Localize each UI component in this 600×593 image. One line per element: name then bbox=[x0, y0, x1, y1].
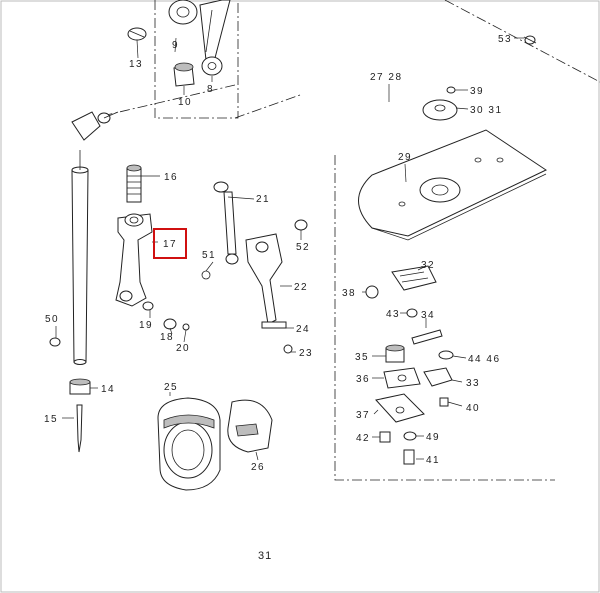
callout-40: 40 bbox=[466, 403, 480, 414]
callout-52: 52 bbox=[296, 242, 310, 253]
screw-part-23 bbox=[283, 344, 293, 354]
feed-bar-part-36 bbox=[383, 367, 421, 389]
part-18 bbox=[163, 318, 177, 330]
highlight-box bbox=[153, 228, 187, 259]
callout-17: 17 bbox=[163, 239, 177, 250]
link-rod-part-21 bbox=[213, 181, 239, 265]
callout-8: 8 bbox=[207, 84, 214, 95]
part-19 bbox=[142, 301, 154, 311]
screw-part-43 bbox=[406, 308, 418, 318]
leader-lines bbox=[55, 37, 524, 461]
callout-25: 25 bbox=[164, 382, 178, 393]
bracket-part-33 bbox=[423, 367, 453, 387]
callout-18: 18 bbox=[160, 332, 174, 343]
screw-part-39 bbox=[446, 86, 456, 94]
callout-23: 23 bbox=[299, 348, 313, 359]
screw-part-13 bbox=[127, 27, 147, 41]
callout-24: 24 bbox=[296, 324, 310, 335]
washer-part-44-46 bbox=[438, 350, 454, 360]
callout-10: 10 bbox=[178, 97, 192, 108]
callout-13: 13 bbox=[129, 59, 143, 70]
shaft-guide-line bbox=[84, 84, 236, 121]
bobbin-case-part-38 bbox=[365, 285, 379, 299]
collar-part-14 bbox=[69, 378, 91, 395]
callout-39: 39 bbox=[470, 86, 484, 97]
callout-38: 38 bbox=[342, 288, 356, 299]
callout-37: 37 bbox=[356, 410, 370, 421]
callout-50: 50 bbox=[45, 314, 59, 325]
pin-part-24 bbox=[261, 321, 287, 329]
callout-33: 33 bbox=[466, 378, 480, 389]
screw-part-41 bbox=[403, 449, 415, 465]
callout-19: 19 bbox=[139, 320, 153, 331]
callout-36: 36 bbox=[356, 374, 370, 385]
boundary-link bbox=[234, 94, 301, 119]
callout-21: 21 bbox=[256, 194, 270, 205]
bushing-part-10 bbox=[173, 62, 195, 87]
lever-part-22 bbox=[245, 233, 283, 325]
bushing-part-35 bbox=[385, 344, 405, 363]
callout-35: 35 bbox=[355, 352, 369, 363]
upper-group-boundary bbox=[154, 0, 239, 119]
vertical-shaft bbox=[71, 150, 89, 365]
callout-27-28: 27 28 bbox=[370, 72, 403, 83]
screw-part-20 bbox=[182, 323, 190, 331]
connecting-rod-part-8 bbox=[168, 0, 231, 76]
right-group-boundary bbox=[334, 155, 555, 481]
cover-part-26 bbox=[227, 399, 273, 453]
callout-14: 14 bbox=[101, 384, 115, 395]
callout-42: 42 bbox=[356, 433, 370, 444]
top-right-boundary bbox=[444, 0, 600, 83]
needle-part-15 bbox=[76, 404, 83, 453]
callout-26: 26 bbox=[251, 462, 265, 473]
spring-part-34 bbox=[411, 329, 443, 345]
screw-part-53 bbox=[523, 35, 537, 45]
callout-16: 16 bbox=[164, 172, 178, 183]
callout-34: 34 bbox=[421, 310, 435, 321]
screw-part-52 bbox=[294, 219, 308, 231]
housing-part-25 bbox=[157, 397, 221, 491]
screw-part-50 bbox=[49, 337, 61, 347]
plate-part-37 bbox=[375, 393, 425, 423]
callout-22: 22 bbox=[294, 282, 308, 293]
callout-44-46: 44 46 bbox=[468, 354, 501, 365]
callout-9: 9 bbox=[172, 40, 179, 51]
callout-43: 43 bbox=[386, 309, 400, 320]
callout-15: 15 bbox=[44, 414, 58, 425]
callout-51: 51 bbox=[202, 250, 216, 261]
slide-plate-part-30-31 bbox=[422, 99, 458, 121]
throat-plate-part-29 bbox=[358, 129, 548, 241]
crank-part bbox=[71, 111, 119, 141]
callout-41: 41 bbox=[426, 455, 440, 466]
screw-part-42 bbox=[379, 431, 391, 443]
feed-dog-part-32 bbox=[391, 265, 437, 291]
callout-53: 53 bbox=[498, 34, 512, 45]
screw-part-16 bbox=[126, 164, 142, 203]
washer-part-49 bbox=[403, 431, 417, 441]
screw-part-40 bbox=[439, 397, 449, 407]
callout-20: 20 bbox=[176, 343, 190, 354]
page-number: 31 bbox=[258, 550, 272, 562]
callout-30-31: 30 31 bbox=[470, 105, 503, 116]
ring-part-51 bbox=[201, 270, 211, 280]
needle-bar-holder-part-17 bbox=[115, 213, 153, 307]
callout-32: 32 bbox=[421, 260, 435, 271]
callout-49: 49 bbox=[426, 432, 440, 443]
callout-29: 29 bbox=[398, 152, 412, 163]
